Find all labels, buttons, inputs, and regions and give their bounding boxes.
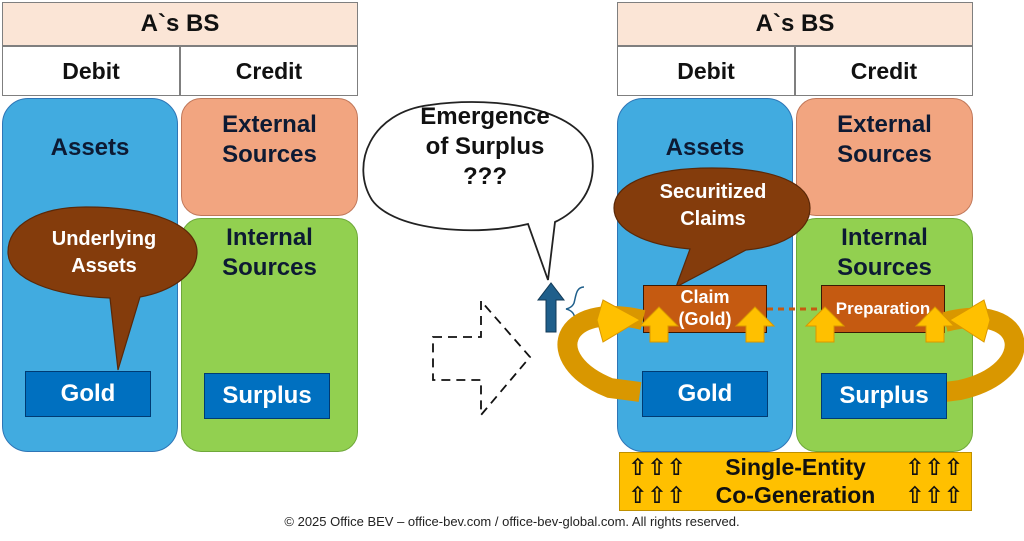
- left-surplus-box: Surplus: [204, 373, 330, 419]
- right-credit-text: Credit: [850, 57, 918, 84]
- left-credit-text: Credit: [235, 57, 303, 84]
- left-debit-text: Debit: [62, 57, 120, 84]
- banner-row-1: ⇧⇧⇧ Single-Entity ⇧⇧⇧: [628, 453, 963, 481]
- left-bubble-line1: Underlying: [51, 228, 157, 250]
- left-debit-header: Debit: [2, 46, 180, 96]
- right-external-label: External Sources: [796, 110, 973, 170]
- right-gold-text: Gold: [677, 380, 733, 407]
- right-bubble-text: Securitized Claims: [620, 179, 806, 233]
- banner-arrows-right-2: ⇧⇧⇧: [905, 481, 963, 508]
- left-external-label: External Sources: [181, 110, 358, 170]
- right-credit-header: Credit: [795, 46, 973, 96]
- right-bs-title-text: A`s BS: [755, 10, 835, 37]
- left-bubble-text: Underlying Assets: [16, 226, 192, 280]
- thought-line3: ???: [463, 163, 507, 190]
- right-internal-line1: Internal: [841, 224, 928, 251]
- left-gold-box: Gold: [25, 371, 151, 417]
- thought-bubble-text: Emergence of Surplus ???: [382, 102, 588, 192]
- banner-line1: Single-Entity: [725, 453, 866, 480]
- right-bs-title: A`s BS: [617, 2, 973, 46]
- left-credit-header: Credit: [180, 46, 358, 96]
- right-surplus-box: Surplus: [821, 373, 947, 419]
- claim-line1: Claim: [680, 287, 730, 308]
- right-external-line1: External: [837, 111, 932, 138]
- up-arrows-group: [638, 306, 956, 343]
- left-bubble-line2: Assets: [71, 255, 137, 277]
- right-debit-text: Debit: [677, 57, 735, 84]
- right-external-line2: Sources: [837, 141, 932, 168]
- left-surplus-text: Surplus: [222, 382, 312, 409]
- right-gold-box: Gold: [642, 371, 768, 417]
- left-external-line2: Sources: [222, 141, 317, 168]
- left-assets-label: Assets: [50, 134, 130, 161]
- right-internal-line2: Sources: [837, 254, 932, 281]
- left-internal-label: Internal Sources: [181, 223, 358, 283]
- left-external-line1: External: [222, 111, 317, 138]
- thought-line1: Emergence: [420, 103, 550, 130]
- banner-arrows-right-1: ⇧⇧⇧: [905, 453, 963, 480]
- left-gold-text: Gold: [60, 380, 116, 407]
- co-generation-banner: ⇧⇧⇧ Single-Entity ⇧⇧⇧ ⇧⇧⇧ Co-Generation …: [619, 452, 972, 511]
- banner-arrows-left-2: ⇧⇧⇧: [628, 481, 686, 508]
- right-debit-header: Debit: [617, 46, 795, 96]
- left-external-panel: [181, 98, 358, 216]
- thought-line2: of Surplus: [425, 133, 545, 160]
- preparation-text: Preparation: [835, 299, 931, 318]
- left-internal-line2: Sources: [222, 254, 317, 281]
- copyright-footer: © 2025 Office BEV – office-bev.com / off…: [284, 514, 740, 529]
- banner-row-2: ⇧⇧⇧ Co-Generation ⇧⇧⇧: [628, 481, 963, 509]
- banner-line2: Co-Generation: [715, 481, 876, 508]
- right-bubble-line2: Claims: [680, 208, 746, 230]
- claim-line2: (Gold): [678, 309, 732, 329]
- left-internal-line1: Internal: [226, 224, 313, 251]
- left-bs-title: A`s BS: [2, 2, 358, 46]
- right-bubble-line1: Securitized: [659, 181, 767, 203]
- right-surplus-text: Surplus: [839, 382, 929, 409]
- right-assets-label: Assets: [665, 134, 745, 161]
- left-bs-title-text: A`s BS: [140, 10, 220, 37]
- right-external-panel: [796, 98, 973, 216]
- right-internal-label: Internal Sources: [796, 223, 973, 283]
- banner-arrows-left-1: ⇧⇧⇧: [628, 453, 686, 480]
